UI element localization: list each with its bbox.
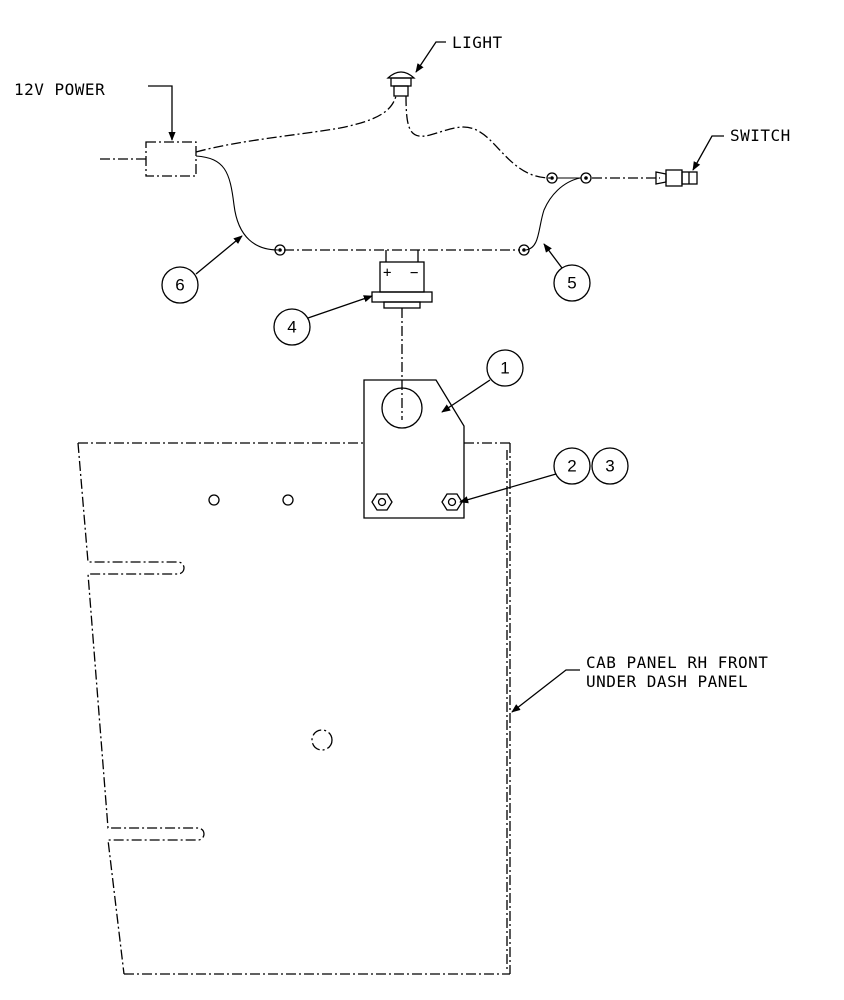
callout-6: 6 <box>161 235 243 304</box>
panel-hole <box>282 494 294 506</box>
panel-label-line2: UNDER DASH PANEL <box>586 672 748 691</box>
svg-text:1: 1 <box>500 359 509 378</box>
panel-hole <box>208 494 220 506</box>
ring-terminal <box>518 244 530 256</box>
callout-5: 5 <box>543 243 591 302</box>
callout-2: 2 <box>459 447 591 504</box>
ring-terminal <box>546 172 558 184</box>
svg-text:2: 2 <box>567 457 576 476</box>
panel-hole <box>311 729 333 751</box>
switch-icon <box>655 169 698 187</box>
terminal-positive: + <box>383 265 392 281</box>
light-leader <box>415 41 446 73</box>
hex-nut <box>371 493 393 511</box>
receptacle-icon <box>371 250 433 309</box>
callout-4: 4 <box>273 295 373 346</box>
mounting-bracket <box>363 379 465 519</box>
wire-6 <box>195 155 279 251</box>
panel-leader <box>511 669 580 713</box>
power-label: 12V POWER <box>14 80 105 99</box>
switch-label: SWITCH <box>730 126 791 145</box>
power-to-light-wire <box>195 95 397 153</box>
wire-5 <box>525 177 581 251</box>
panel-label-line1: CAB PANEL RH FRONT <box>586 653 768 672</box>
light-to-switch-wire <box>405 95 551 179</box>
callout-1: 1 <box>441 349 524 413</box>
terminal-negative: − <box>410 265 419 281</box>
switch-leader <box>692 135 724 171</box>
ring-terminal <box>274 244 286 256</box>
svg-text:4: 4 <box>287 318 296 337</box>
cab-panel <box>77 442 511 975</box>
light-label: LIGHT <box>452 33 503 52</box>
callout-3: 3 <box>591 447 629 485</box>
hex-nut <box>441 493 463 511</box>
svg-text:6: 6 <box>175 276 184 295</box>
power-leader <box>148 85 176 141</box>
svg-text:3: 3 <box>605 457 614 476</box>
power-module <box>145 141 197 177</box>
light-icon <box>386 71 416 97</box>
ring-terminal <box>580 172 592 184</box>
svg-text:5: 5 <box>567 274 576 293</box>
